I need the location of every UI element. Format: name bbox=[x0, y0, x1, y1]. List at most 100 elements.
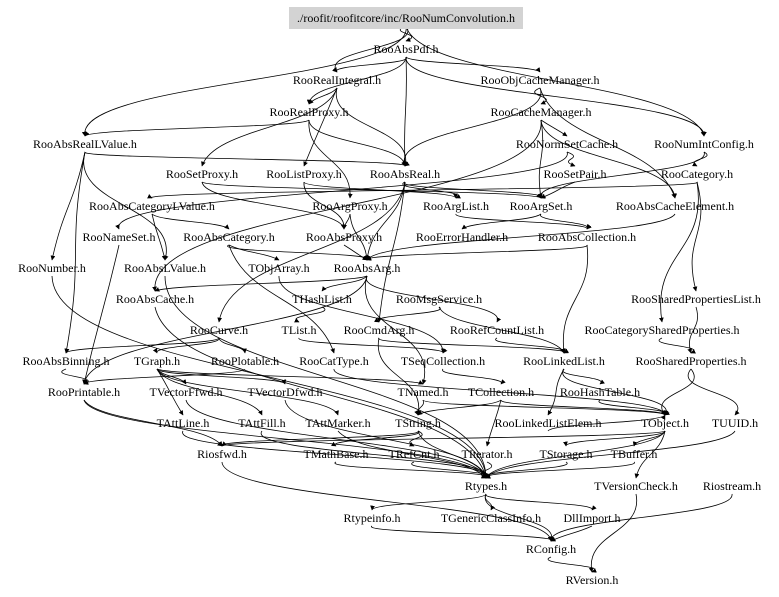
node-rtypes[interactable]: Rtypes.h bbox=[464, 479, 508, 493]
node-roo-set-pair[interactable]: RooSetPair.h bbox=[543, 167, 607, 181]
node-roo-arg-proxy[interactable]: RooArgProxy.h bbox=[312, 199, 388, 213]
node-roo-curve[interactable]: RooCurve.h bbox=[189, 323, 249, 337]
node-roo-abs-category[interactable]: RooAbsCategory.h bbox=[183, 230, 275, 244]
node-rconfig[interactable]: RConfig.h bbox=[525, 542, 577, 556]
node-roo-real-integral[interactable]: RooRealIntegral.h bbox=[292, 73, 382, 87]
edge-RooCacheManager-to-RooNormSetCache bbox=[540, 119, 568, 137]
node-tmath-base[interactable]: TMathBase.h bbox=[303, 447, 369, 461]
node-roo-abs-binning[interactable]: RooAbsBinning.h bbox=[22, 354, 110, 368]
edge-RooAbsCollection-to-RooAbsArg bbox=[362, 244, 588, 261]
node-riostream[interactable]: Riostream.h bbox=[702, 479, 762, 493]
node-roo-category[interactable]: RooCategory.h bbox=[660, 167, 734, 181]
edge-RooNumIntConfig-to-RooArgSet bbox=[537, 151, 705, 199]
edge-RooCacheManager-to-RooAbsCache bbox=[152, 119, 542, 292]
node-tgeneric-class-info[interactable]: TGenericClassInfo.h bbox=[440, 511, 542, 525]
node-tbuffer[interactable]: TBuffer.h bbox=[610, 447, 658, 461]
edge-RooCmdArg-to-RooLinkedList bbox=[378, 337, 569, 354]
node-tgraph[interactable]: TGraph.h bbox=[133, 354, 181, 368]
node-roo-msg-service[interactable]: RooMsgService.h bbox=[395, 292, 483, 306]
root-node[interactable]: ./roofit/roofitcore/inc/RooNumConvolutio… bbox=[289, 7, 523, 29]
edge-RooAbsReal-to-RooAbsArg bbox=[365, 181, 406, 261]
node-roo-cat-type[interactable]: RooCatType.h bbox=[299, 354, 369, 368]
node-roo-category-shared-properties[interactable]: RooCategorySharedProperties.h bbox=[584, 323, 740, 337]
node-tversion-check[interactable]: TVersionCheck.h bbox=[594, 479, 678, 493]
node-roo-norm-set-cache[interactable]: RooNormSetCache.h bbox=[515, 137, 619, 151]
node-tuuid[interactable]: TUUID.h bbox=[711, 416, 759, 430]
node-tlist[interactable]: TList.h bbox=[281, 323, 317, 337]
edge-TCollection-to-TObject bbox=[500, 399, 669, 416]
node-roo-abs-collection[interactable]: RooAbsCollection.h bbox=[537, 230, 637, 244]
node-roo-shared-properties-list[interactable]: RooSharedPropertiesList.h bbox=[631, 292, 761, 306]
node-titerator[interactable]: TIterator.h bbox=[461, 447, 513, 461]
edge-RooAbsPdf-to-RooObjCacheManager bbox=[405, 56, 541, 73]
edge-RooArgProxy-to-RooAbsArg bbox=[349, 213, 370, 261]
node-tseq-collection[interactable]: TSeqCollection.h bbox=[400, 354, 486, 368]
node-riosfwd[interactable]: Riosfwd.h bbox=[197, 447, 247, 461]
node-roo-hash-table[interactable]: RooHashTable.h bbox=[559, 385, 641, 399]
node-roo-cache-manager[interactable]: RooCacheManager.h bbox=[490, 105, 592, 119]
node-tobj-array[interactable]: TObjArray.h bbox=[248, 261, 310, 275]
node-roo-printable[interactable]: RooPrintable.h bbox=[47, 385, 121, 399]
edge-RooCatType-to-TObject bbox=[333, 368, 669, 416]
edge-RooAbsCategory-to-RooCatType bbox=[228, 244, 335, 354]
edge-TCollection-to-TString bbox=[417, 399, 502, 416]
node-roo-error-handler[interactable]: RooErrorHandler.h bbox=[415, 230, 509, 244]
node-roo-linked-list-elem[interactable]: RooLinkedListElem.h bbox=[494, 416, 602, 430]
edge-RooSetPair-to-RooArgSet bbox=[540, 181, 576, 199]
node-roo-ref-count-list[interactable]: RooRefCountList.h bbox=[449, 323, 545, 337]
edge-RooRealIntegral-to-RooListProxy bbox=[303, 87, 338, 167]
node-roo-abs-arg[interactable]: RooAbsArg.h bbox=[333, 261, 401, 275]
node-tatt-fill[interactable]: TAttFill.h bbox=[238, 416, 286, 430]
node-tvector-dfwd[interactable]: TVectorDfwd.h bbox=[247, 385, 323, 399]
edge-TObject-to-Riosfwd bbox=[221, 430, 666, 447]
node-roo-shared-properties[interactable]: RooSharedProperties.h bbox=[635, 354, 747, 368]
edge-RooAbsProxy-to-RooAbsArg bbox=[343, 244, 368, 261]
node-roo-abs-cache[interactable]: RooAbsCache.h bbox=[115, 292, 195, 306]
edge-RooLinkedListElem-to-TObject bbox=[547, 414, 666, 432]
edge-RooPlotable-to-RooPrintable bbox=[82, 368, 246, 385]
node-roo-list-proxy[interactable]: RooListProxy.h bbox=[266, 167, 342, 181]
node-roo-obj-cache-manager[interactable]: RooObjCacheManager.h bbox=[480, 73, 600, 87]
node-tcollection[interactable]: TCollection.h bbox=[467, 385, 535, 399]
node-dll-import[interactable]: DllImport.h bbox=[563, 511, 621, 525]
node-roo-set-proxy[interactable]: RooSetProxy.h bbox=[165, 167, 239, 181]
edge-RooAbsArg-to-RooAbsCache bbox=[154, 275, 368, 292]
edge-RooSharedProperties-to-TObject bbox=[660, 368, 695, 416]
edge-RooAbsRealLValue-to-RooAbsBinning bbox=[64, 151, 86, 354]
node-rversion[interactable]: RVersion.h bbox=[565, 573, 619, 587]
node-thash-list[interactable]: THashList.h bbox=[292, 292, 352, 306]
node-roo-arg-list[interactable]: RooArgList.h bbox=[422, 199, 490, 213]
node-tobject[interactable]: TObject.h bbox=[640, 416, 690, 430]
edge-RooSetProxy-to-RooArgSet bbox=[201, 181, 542, 199]
node-roo-cmd-arg[interactable]: RooCmdArg.h bbox=[343, 323, 415, 337]
node-tnamed[interactable]: TNamed.h bbox=[397, 385, 449, 399]
node-roo-abs-real[interactable]: RooAbsReal.h bbox=[369, 167, 441, 181]
node-roo-abs-real-lvalue[interactable]: RooAbsRealLValue.h bbox=[33, 137, 137, 151]
node-tstorage[interactable]: TStorage.h bbox=[539, 447, 593, 461]
node-roo-plotable[interactable]: RooPlotable.h bbox=[210, 354, 280, 368]
edge-Rtypes-to-DllImport bbox=[485, 493, 597, 511]
edge-TAttMarker-to-Rtypes bbox=[337, 430, 487, 479]
node-roo-abs-lvalue[interactable]: RooAbsLValue.h bbox=[124, 261, 206, 275]
node-roo-name-set[interactable]: RooNameSet.h bbox=[82, 230, 156, 244]
edge-RooCategory-to-RooAbsCategoryLValue bbox=[147, 181, 698, 199]
node-roo-abs-pdf[interactable]: RooAbsPdf.h bbox=[373, 42, 439, 56]
node-roo-number[interactable]: RooNumber.h bbox=[18, 261, 86, 275]
node-roo-arg-set[interactable]: RooArgSet.h bbox=[509, 199, 573, 213]
node-tvector-ffwd[interactable]: TVectorFfwd.h bbox=[149, 385, 223, 399]
node-tatt-marker[interactable]: TAttMarker.h bbox=[305, 416, 371, 430]
node-tatt-line[interactable]: TAttLine.h bbox=[156, 416, 210, 430]
edge-Rtypes-to-Rtypeinfo bbox=[370, 493, 487, 511]
node-roo-linked-list[interactable]: RooLinkedList.h bbox=[523, 354, 605, 368]
node-roo-abs-cache-element[interactable]: RooAbsCacheElement.h bbox=[615, 199, 735, 213]
node-roo-abs-proxy[interactable]: RooAbsProxy.h bbox=[305, 230, 383, 244]
node-tstring[interactable]: TString.h bbox=[395, 416, 441, 430]
node-roo-real-proxy[interactable]: RooRealProxy.h bbox=[269, 105, 349, 119]
node-roo-num-int-config[interactable]: RooNumIntConfig.h bbox=[654, 137, 754, 151]
edge-RooRealProxy-to-RooAbsRealLValue bbox=[84, 119, 310, 137]
node-roo-abs-category-lvalue[interactable]: RooAbsCategoryLValue.h bbox=[89, 199, 215, 213]
node-rtypeinfo[interactable]: Rtypeinfo.h bbox=[343, 511, 401, 525]
edge-TSeqCollection-to-TCollection bbox=[442, 368, 506, 385]
node-tref-cnt[interactable]: TRefCnt.h bbox=[388, 447, 440, 461]
